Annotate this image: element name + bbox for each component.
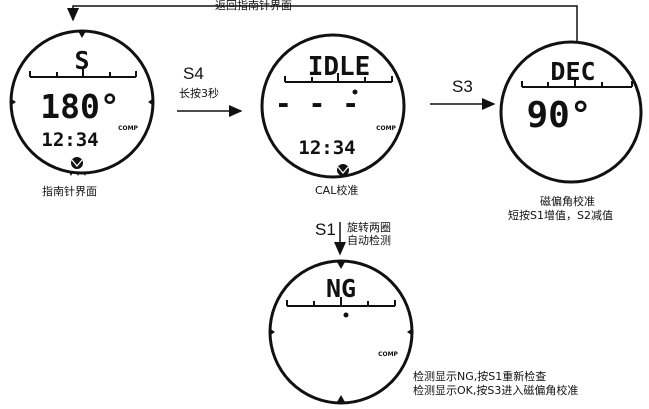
calibration-dashes: - - -	[275, 87, 359, 120]
calibration-time-readout: 12:34	[298, 137, 355, 159]
s1-note-line1: 旋转两圈	[347, 221, 391, 234]
calibration-mode-icon	[337, 164, 349, 176]
compass-heading-readout: 180°	[40, 87, 119, 126]
declination-caption-line1: 磁偏角校准	[540, 195, 595, 208]
compass-caption: 指南针界面	[42, 185, 97, 198]
calibration-caption: CAL校准	[315, 184, 359, 197]
declination-value: 90°	[526, 95, 591, 136]
s3-key-label: S3	[452, 77, 473, 96]
calibration-watch: IDLE - - - 12:34 COMP	[260, 33, 406, 179]
s4-note: 长按3秒	[179, 87, 219, 100]
compass-mode-letter: S	[74, 46, 89, 75]
check-caption-line1: 检测显示NG,按S1重新检查	[413, 370, 547, 383]
check-comp-label: COMP	[378, 351, 398, 358]
s1-key-label: S1	[315, 220, 336, 239]
compass-mode-icon	[71, 157, 83, 169]
calibration-comp-label: COMP	[376, 125, 396, 132]
compass-watch: S 180° 12:34 COMP	[9, 29, 155, 176]
calibration-title: IDLE	[308, 52, 371, 82]
return-label: 返回指南针界面	[215, 0, 292, 12]
check-title: NG	[326, 274, 356, 303]
s1-note-line2: 自动检测	[347, 234, 391, 247]
compass-comp-label: COMP	[118, 125, 138, 132]
declination-watch: DEC 90°	[499, 40, 643, 184]
declination-caption-line2: 短按S1增值，S2减值	[508, 209, 613, 222]
check-caption-line2: 检测显示OK,按S3进入磁偏角校准	[413, 384, 579, 397]
check-watch: NG COMP	[268, 259, 414, 405]
compass-time-readout: 12:34	[41, 129, 98, 151]
s4-key-label: S4	[183, 64, 204, 83]
declination-title: DEC	[550, 57, 595, 86]
compass-marker-triangles	[69, 172, 87, 176]
return-arrow	[67, 5, 578, 58]
